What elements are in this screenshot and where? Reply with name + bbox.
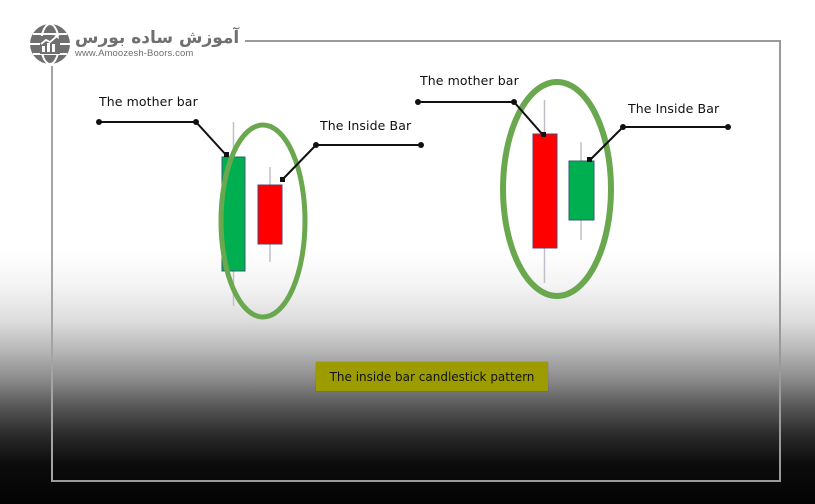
mother-callout-line — [96, 119, 229, 157]
inside-candle-bearish — [257, 184, 283, 245]
left-inside-bar-label: The Inside Bar — [320, 118, 412, 133]
globe-chart-icon — [30, 23, 70, 65]
pattern-caption-text: The inside bar candlestick pattern — [329, 369, 535, 384]
diagram-frame — [51, 40, 781, 482]
highlight-ellipse — [218, 122, 308, 320]
brand-logo: آموزش ساده بورس www.Amoozesh-Boors.com — [28, 22, 246, 66]
right-mother-bar-label: The mother bar — [420, 73, 519, 88]
inside-callout-line — [280, 142, 424, 182]
highlight-ellipse — [500, 79, 614, 299]
mother-candle-bearish — [532, 133, 558, 249]
left-mother-bar-label: The mother bar — [99, 94, 198, 109]
inside-candle-bullish — [568, 160, 595, 221]
mother-callout-line — [415, 99, 546, 137]
example-right — [415, 79, 731, 299]
brand-name: آموزش ساده بورس — [75, 28, 240, 48]
right-inside-bar-label: The Inside Bar — [628, 101, 720, 116]
inside-callout-line — [587, 124, 731, 162]
example-left — [96, 119, 424, 320]
brand-url: www.Amoozesh-Boors.com — [75, 48, 194, 59]
pattern-caption: The inside bar candlestick pattern — [316, 362, 548, 391]
